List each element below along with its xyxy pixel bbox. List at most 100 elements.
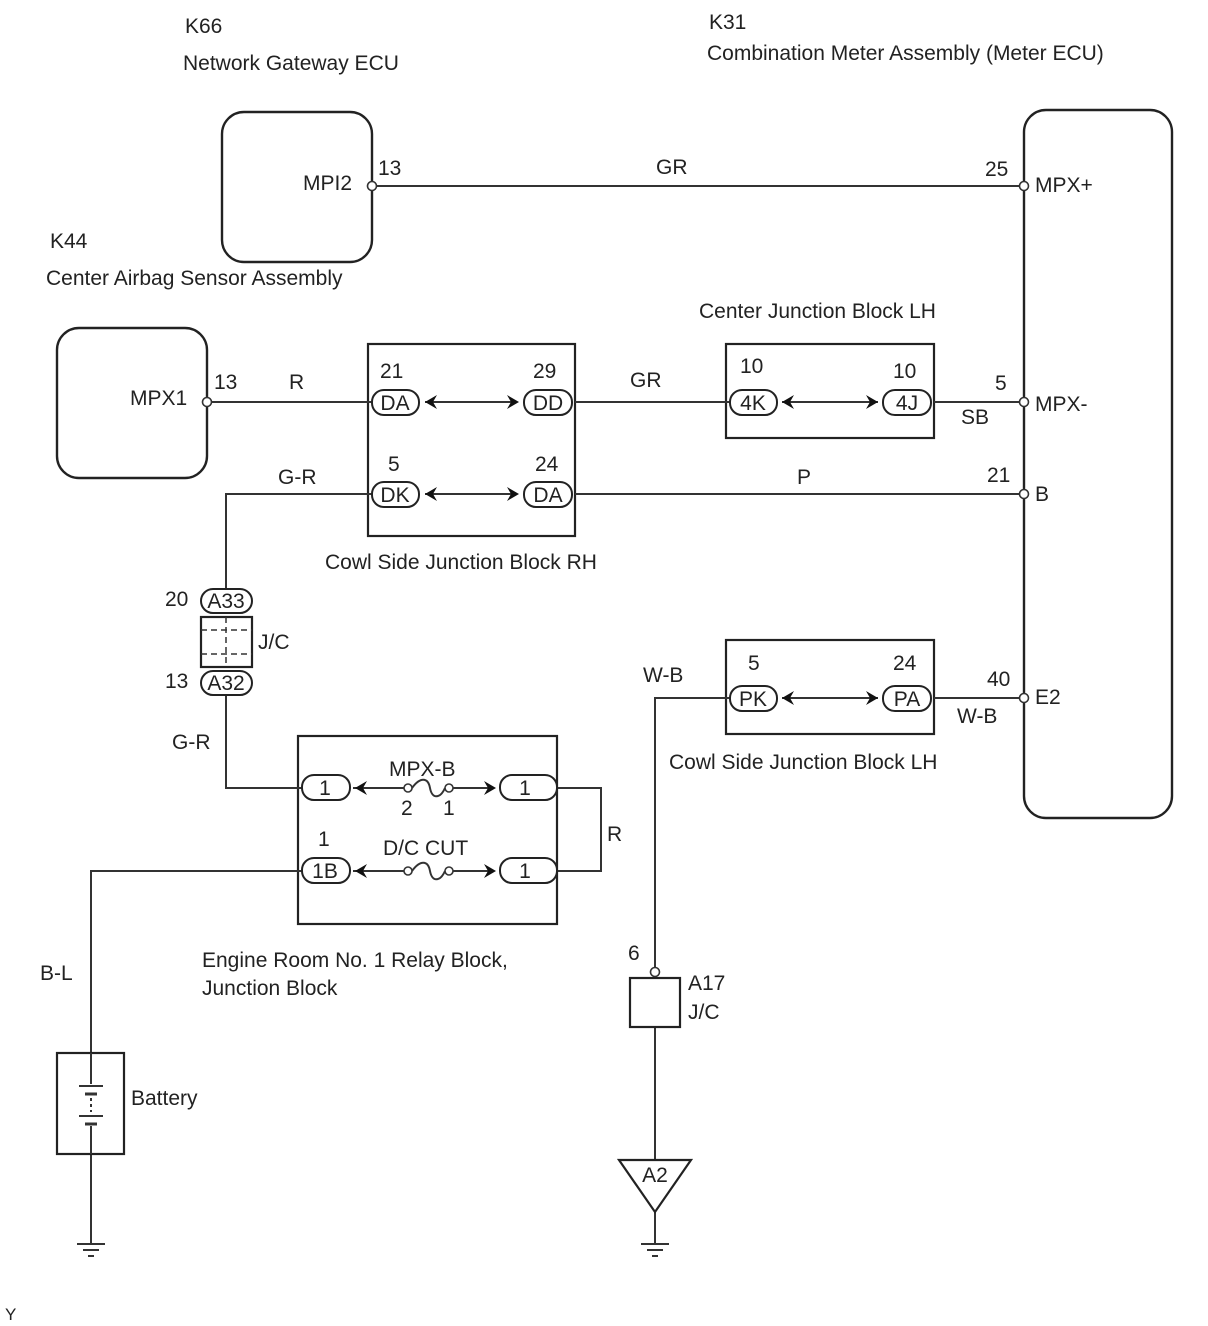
- connector-pa: [882, 685, 932, 712]
- wire-r-loop: [557, 787, 602, 872]
- terminal-dot-mpx-minus: [1018, 396, 1030, 408]
- connector-4k-label: 4K: [740, 392, 766, 415]
- wire-label-sb: SB: [961, 406, 989, 429]
- wire-label-p: P: [797, 466, 811, 489]
- terminal-dot-b: [1018, 488, 1030, 500]
- wire-label-g-r-top: G-R: [278, 466, 317, 489]
- fuse-mpx-b: [403, 778, 454, 798]
- connector-er-1b: [301, 857, 351, 884]
- cowl-side-junction-block-rh-label: Cowl Side Junction Block RH: [325, 551, 597, 574]
- wire-label-w-b-left: W-B: [643, 664, 683, 687]
- wire-label-gr-top: GR: [656, 156, 688, 179]
- connector-er-left-top: [301, 774, 351, 801]
- pin-k31-40: 40: [987, 668, 1010, 691]
- connector-dd-label: DD: [533, 392, 563, 415]
- terminal-b: B: [1035, 483, 1049, 506]
- ground-icon-battery: [77, 1243, 105, 1257]
- pin-jc-13: 13: [165, 670, 188, 693]
- pin-jc-20: 20: [165, 588, 188, 611]
- connector-dk-label: DK: [380, 484, 409, 507]
- pin-k31-21: 21: [987, 464, 1010, 487]
- pin-rh-29: 29: [533, 360, 556, 383]
- fuse-mpx-b-label: MPX-B: [389, 758, 456, 781]
- pin-fuse-2: 2: [401, 797, 413, 820]
- connector-arrows: [355, 395, 878, 878]
- terminal-dot-a17: [649, 966, 661, 978]
- pin-rh-5: 5: [388, 453, 400, 476]
- engine-room-relay-block-box: [296, 734, 559, 926]
- wire-label-w-b-right: W-B: [957, 705, 997, 728]
- connector-da-right-label: DA: [533, 484, 562, 507]
- connector-a33-label: A33: [207, 590, 244, 613]
- terminal-e2: E2: [1035, 686, 1061, 709]
- k44-code: K44: [50, 230, 88, 253]
- wire-label-r-k44: R: [289, 371, 304, 394]
- connector-er-right-top: [499, 774, 558, 801]
- engine-room-block-label-line2: Junction Block: [202, 977, 338, 1000]
- pin-rh-21: 21: [380, 360, 403, 383]
- pin-lh-24: 24: [893, 652, 917, 675]
- wire-label-b-l: B-L: [40, 962, 73, 985]
- connector-dd: [523, 389, 573, 416]
- engine-room-block-label-line1: Engine Room No. 1 Relay Block,: [202, 949, 508, 972]
- a17-label: A17: [688, 972, 725, 995]
- connector-da-left: [371, 389, 420, 416]
- connector-da-right: [523, 481, 573, 508]
- jc-label: J/C: [258, 631, 290, 654]
- battery-icon: [79, 1053, 103, 1154]
- k44-name: Center Airbag Sensor Assembly: [46, 267, 343, 290]
- wire-g-r-bottom: [225, 696, 302, 789]
- k31-code: K31: [709, 11, 746, 34]
- connector-4j: [882, 389, 932, 416]
- connector-da-left-label: DA: [380, 392, 409, 415]
- connector-a32: [200, 670, 253, 696]
- pin-er-1b: 1: [318, 828, 330, 851]
- battery-label: Battery: [131, 1087, 198, 1110]
- terminal-dot-e2: [1018, 692, 1030, 704]
- wire-label-r-loop: R: [607, 823, 622, 846]
- pin-fuse-1: 1: [443, 797, 455, 820]
- k66-code: K66: [185, 15, 222, 38]
- center-junction-block-lh-label: Center Junction Block LH: [699, 300, 936, 323]
- cowl-side-junction-block-rh-box: [366, 342, 577, 538]
- wire-b-l: [90, 870, 302, 1052]
- terminal-mpx1: MPX1: [130, 387, 187, 410]
- pin-k44-13: 13: [214, 371, 237, 394]
- a17-jc-box: [628, 976, 682, 1029]
- k66-name: Network Gateway ECU: [183, 52, 399, 75]
- fuse-dc-cut-label: D/C CUT: [383, 837, 468, 860]
- connector-er-left-top-label: 1: [319, 777, 331, 800]
- a2-label: A2: [642, 1164, 668, 1187]
- a17-jc-label: J/C: [688, 1001, 720, 1024]
- pin-cjb-10-right: 10: [893, 360, 916, 383]
- pin-lh-5: 5: [748, 652, 760, 675]
- cowl-side-junction-block-lh-box: [724, 638, 936, 736]
- connector-er-right-bottom-label: 1: [519, 860, 531, 883]
- connector-er-1b-label: 1B: [312, 860, 338, 883]
- center-junction-block-lh-box: [724, 342, 936, 440]
- pin-k31-25: 25: [985, 158, 1008, 181]
- pin-cjb-10-left: 10: [740, 355, 763, 378]
- a2-ground-point: [616, 1158, 694, 1214]
- cowl-side-junction-block-lh-label: Cowl Side Junction Block LH: [669, 751, 937, 774]
- connector-a32-label: A32: [207, 672, 244, 695]
- connector-pk-label: PK: [739, 688, 767, 711]
- pin-a17-6: 6: [628, 942, 640, 965]
- connector-pa-label: PA: [894, 688, 920, 711]
- wire-label-gr-mid: GR: [630, 369, 662, 392]
- connector-4j-label: 4J: [896, 392, 918, 415]
- wire-w-b-left: [654, 697, 730, 978]
- terminal-dot-mpx1: [201, 396, 213, 408]
- terminal-mpx-minus: MPX-: [1035, 393, 1088, 416]
- wire-g-r-top: [225, 493, 372, 590]
- pin-k66-13: 13: [378, 157, 401, 180]
- connector-er-right-top-label: 1: [519, 777, 531, 800]
- k31-name: Combination Meter Assembly (Meter ECU): [707, 42, 1104, 65]
- terminal-dot-mpi2: [366, 180, 378, 192]
- connector-dk: [371, 481, 420, 508]
- terminal-dot-mpx-plus: [1018, 180, 1030, 192]
- pin-k31-5: 5: [995, 372, 1007, 395]
- terminal-mpx-plus: MPX+: [1035, 174, 1093, 197]
- connector-a33: [200, 588, 253, 614]
